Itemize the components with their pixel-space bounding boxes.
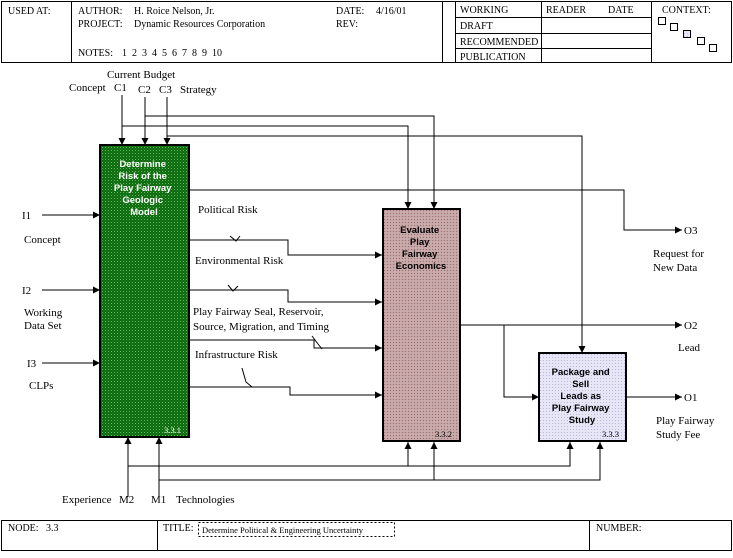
seal-reservoir-risk-arrow bbox=[190, 339, 382, 352]
economics-to-package-arrow bbox=[460, 324, 539, 401]
notes-label: NOTES: bbox=[78, 48, 113, 59]
header-frame bbox=[1, 1, 732, 63]
infrastructure-risk-squiggle bbox=[241, 367, 253, 388]
risk-seal-label-line1: Play Fairway Seal, Reservoir, bbox=[193, 306, 324, 318]
mechanism-m1-code: M1 bbox=[151, 494, 166, 506]
reader-label: READER bbox=[546, 5, 586, 16]
output-o1-name-line1: Play Fairway bbox=[656, 415, 715, 427]
status-publication: PUBLICATION bbox=[460, 52, 526, 63]
node-label: NODE: bbox=[8, 523, 39, 534]
mechanism-m1-name: Technologies bbox=[176, 494, 235, 506]
notes-numbers: 1 2 3 4 5 6 7 8 9 10 bbox=[122, 48, 222, 59]
status-recommended: RECOMMENDED bbox=[460, 37, 538, 48]
output-o3-name-line2: New Data bbox=[653, 262, 697, 274]
input-i3-name: CLPs bbox=[29, 380, 53, 392]
box2-title: Evaluate Play Fairway Economics bbox=[396, 225, 447, 272]
footer-frame bbox=[1, 520, 732, 551]
control-c3-branch-arrow bbox=[167, 135, 586, 353]
input-i2-name-line2: Data Set bbox=[24, 320, 62, 332]
mechanism-m2-code: M2 bbox=[119, 494, 134, 506]
infrastructure-risk-arrow bbox=[190, 386, 382, 399]
date-value: 4/16/01 bbox=[376, 6, 407, 17]
activity-box-3[interactable]: Package and Sell Leads as Play Fairway S… bbox=[538, 352, 627, 442]
risk-seal-label-line2: Source, Migration, and Timing bbox=[193, 321, 329, 333]
control-c3-name: Strategy bbox=[180, 84, 217, 96]
title-label: TITLE: bbox=[163, 523, 194, 534]
mechanism-m2-branch-box3-arrow bbox=[408, 442, 574, 467]
arrows bbox=[42, 95, 682, 497]
control-top-label: Current Budget bbox=[107, 69, 175, 81]
environmental-risk-squiggle bbox=[227, 284, 239, 292]
input-i1-code: I1 bbox=[22, 210, 31, 222]
control-c1-name: Concept bbox=[69, 82, 106, 94]
control-c2-branch-arrow bbox=[145, 115, 438, 209]
output-o3-arrow bbox=[190, 189, 682, 234]
political-risk-arrow bbox=[190, 239, 382, 259]
control-c1-branch-arrow bbox=[122, 125, 412, 209]
output-o3-code: O3 bbox=[684, 225, 698, 237]
title-value: Determine Political & Engineering Uncert… bbox=[202, 525, 364, 535]
reader-date-label: DATE bbox=[608, 5, 634, 16]
seal-risk-squiggle bbox=[311, 335, 323, 350]
input-i2-name-line1: Working bbox=[24, 307, 63, 319]
control-c3-code: C3 bbox=[159, 84, 172, 96]
political-risk-squiggle bbox=[229, 235, 241, 242]
project-value: Dynamic Resources Corporation bbox=[134, 19, 265, 30]
input-i1-name: Concept bbox=[24, 234, 61, 246]
context-squares-icon bbox=[658, 17, 717, 52]
input-i2-code: I2 bbox=[22, 285, 31, 297]
mechanism-m2-name: Experience bbox=[62, 494, 112, 506]
input-i3-code: I3 bbox=[27, 358, 37, 370]
title-selection-frame bbox=[198, 522, 395, 537]
node-value: 3.3 bbox=[46, 523, 59, 534]
environmental-risk-arrow bbox=[190, 289, 382, 306]
output-o1-name-line2: Study Fee bbox=[656, 429, 700, 441]
rev-label: REV: bbox=[336, 19, 358, 30]
mechanism-m1-branch-box3-arrow bbox=[434, 442, 604, 481]
mechanism-m1-branch-box2-arrow bbox=[159, 442, 438, 481]
activity-box-2[interactable]: Evaluate Play Fairway Economics 3.3.2 bbox=[382, 208, 461, 442]
box1-title: Determine Risk of the Play Fairway Geolo… bbox=[114, 159, 174, 218]
project-label: PROJECT: bbox=[78, 19, 123, 30]
control-c2-code: C2 bbox=[138, 84, 151, 96]
output-o2-name: Lead bbox=[678, 342, 700, 354]
risk-environmental-label: Environmental Risk bbox=[195, 255, 284, 267]
control-c1-code: C1 bbox=[114, 82, 127, 94]
status-working: WORKING bbox=[460, 5, 508, 16]
mechanism-m2-branch-box2-arrow bbox=[128, 442, 412, 467]
output-o1-code: O1 bbox=[684, 392, 697, 404]
risk-political-label: Political Risk bbox=[198, 204, 258, 216]
activity-box-1[interactable]: Determine Risk of the Play Fairway Geolo… bbox=[99, 144, 190, 438]
context-label: CONTEXT: bbox=[662, 5, 711, 16]
risk-infrastructure-label: Infrastructure Risk bbox=[195, 349, 278, 361]
box3-title: Package and Sell Leads as Play Fairway S… bbox=[552, 367, 613, 426]
status-draft: DRAFT bbox=[460, 21, 493, 32]
number-label: NUMBER: bbox=[596, 523, 642, 534]
used-at-label: USED AT: bbox=[8, 6, 51, 17]
author-label: AUTHOR: bbox=[78, 6, 122, 17]
author-value: H. Roice Nelson, Jr. bbox=[134, 6, 215, 17]
date-label: DATE: bbox=[336, 6, 364, 17]
box2-number: 3.3.2 bbox=[435, 429, 452, 439]
box3-number: 3.3.3 bbox=[602, 429, 619, 439]
output-o2-code: O2 bbox=[684, 320, 697, 332]
output-o3-name-line1: Request for bbox=[653, 248, 704, 260]
box1-number: 3.3.1 bbox=[164, 425, 181, 435]
